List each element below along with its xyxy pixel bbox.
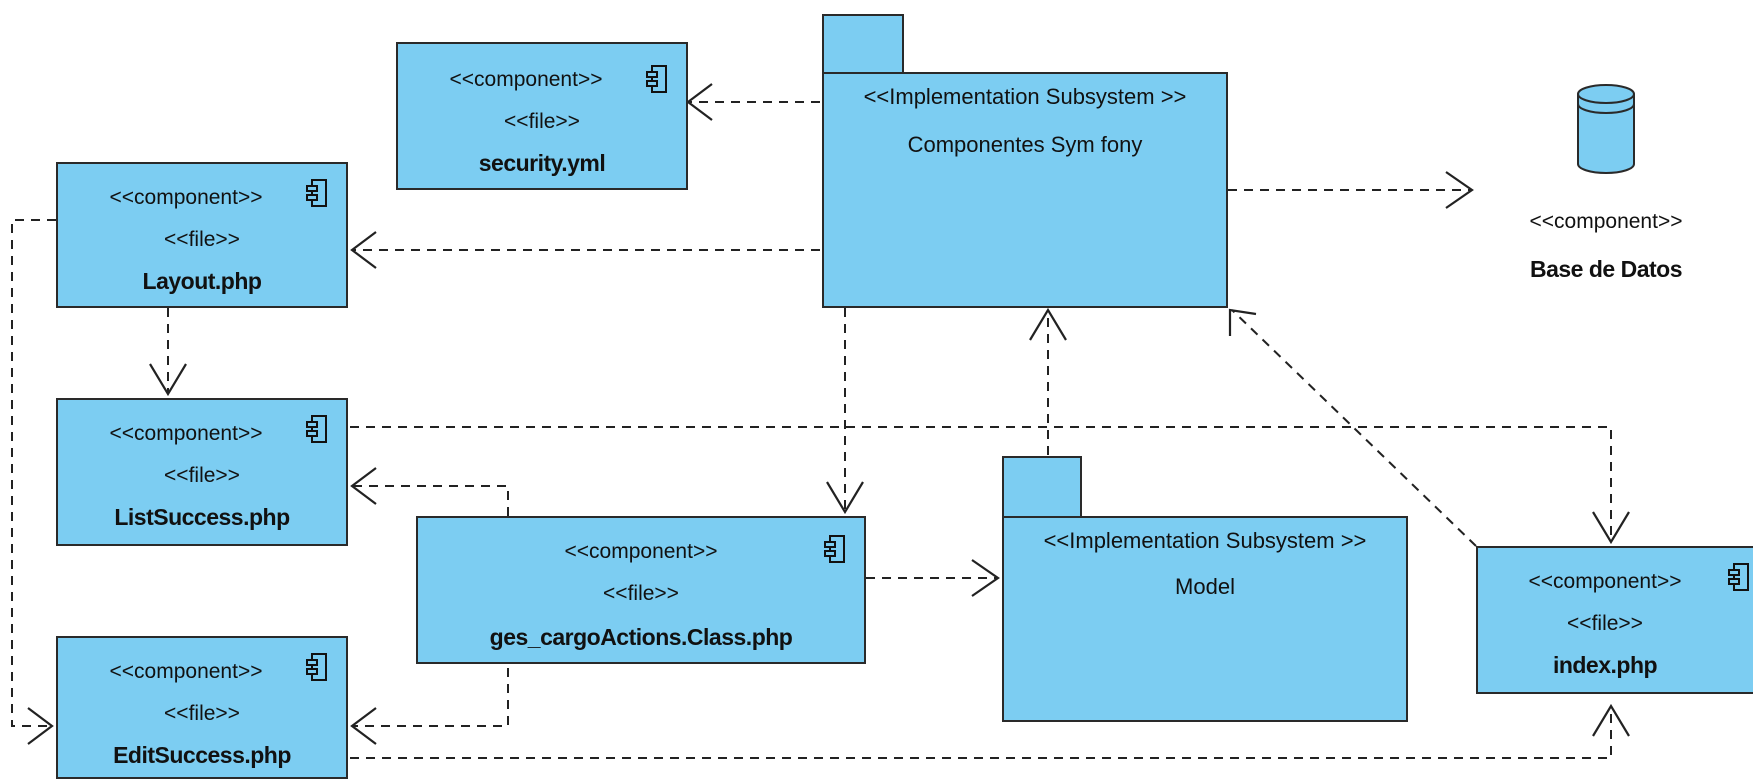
arrowhead-gescargo bbox=[826, 481, 864, 515]
stereotype-label: <<component>> bbox=[109, 422, 263, 445]
arrowhead-editsuccess-left bbox=[27, 707, 54, 745]
package-tab bbox=[1002, 456, 1082, 520]
arrowhead-listsuccess bbox=[149, 363, 187, 397]
arrowhead-model-symfony bbox=[1029, 307, 1067, 341]
arrowhead-model bbox=[971, 559, 1000, 597]
package-componentes-symfony[interactable]: <<Implementation Subsystem >> Componente… bbox=[822, 72, 1228, 308]
stereotype-label: <<component>> bbox=[449, 68, 603, 91]
component-name: ges_cargoActions.Class.php bbox=[489, 624, 793, 650]
component-icon bbox=[1728, 563, 1749, 591]
component-name: ListSuccess.php bbox=[114, 504, 290, 530]
arrowhead-gescargo-edit bbox=[350, 707, 377, 745]
component-editsuccess-php[interactable]: <<component>> <<file>> EditSuccess.php bbox=[56, 636, 348, 779]
component-name: Layout.php bbox=[142, 268, 262, 294]
arrowhead-index-top bbox=[1592, 511, 1630, 545]
database-name: Base de Datos bbox=[1529, 256, 1683, 282]
stereotype-label: <<component>> bbox=[564, 540, 718, 563]
component-index-php[interactable]: <<component>> <<file>> index.php bbox=[1476, 546, 1753, 694]
dependency-layout-editsuccess bbox=[11, 219, 56, 727]
dependency-editsuccess-index bbox=[350, 708, 1612, 759]
arrowheads bbox=[27, 83, 1630, 745]
file-label: <<file>> bbox=[603, 582, 679, 605]
stereotype-label: <<component>> bbox=[1528, 570, 1682, 593]
arrowhead-layout bbox=[350, 231, 377, 269]
component-listsuccess-php[interactable]: <<component>> <<file>> ListSuccess.php bbox=[56, 398, 348, 546]
package-name: Componentes Sym fony bbox=[907, 132, 1143, 157]
component-name: security.yml bbox=[478, 150, 606, 176]
database-icon bbox=[1577, 84, 1635, 174]
component-icon bbox=[306, 415, 327, 443]
dependency-gescargo-listsuccess bbox=[352, 485, 509, 516]
component-icon bbox=[646, 65, 667, 93]
arrowhead-security bbox=[686, 83, 713, 121]
dependency-connectors bbox=[11, 101, 1612, 759]
component-icon bbox=[306, 179, 327, 207]
component-name: index.php bbox=[1552, 652, 1658, 678]
component-security-yml[interactable]: <<component>> <<file>> security.yml bbox=[396, 42, 688, 190]
stereotype-label: <<component>> bbox=[109, 186, 263, 209]
arrowhead-index-symfony bbox=[1228, 308, 1257, 336]
package-stereotype: <<Implementation Subsystem >> bbox=[1043, 528, 1367, 553]
package-model[interactable]: <<Implementation Subsystem >> Model bbox=[1002, 516, 1408, 722]
arrowhead-index-bottom bbox=[1592, 703, 1630, 737]
dependency-listsuccess-index bbox=[350, 426, 1612, 540]
component-icon bbox=[824, 535, 845, 563]
file-label: <<file>> bbox=[164, 228, 240, 251]
file-label: <<file>> bbox=[1567, 612, 1643, 635]
dependency-gescargo-editsuccess bbox=[352, 668, 509, 727]
arrowhead-db bbox=[1445, 171, 1474, 209]
component-layout-php[interactable]: <<component>> <<file>> Layout.php bbox=[56, 162, 348, 308]
file-label: <<file>> bbox=[504, 110, 580, 133]
package-name: Model bbox=[1175, 574, 1235, 599]
package-stereotype: <<Implementation Subsystem >> bbox=[863, 84, 1187, 109]
component-ges-cargoactions[interactable]: <<component>> <<file>> ges_cargoActions.… bbox=[416, 516, 866, 664]
file-label: <<file>> bbox=[164, 702, 240, 725]
stereotype-label: <<component>> bbox=[109, 660, 263, 683]
component-name: EditSuccess.php bbox=[113, 742, 291, 768]
database-stereotype: <<component>> bbox=[1529, 210, 1683, 233]
dependency-index-symfony bbox=[1231, 309, 1477, 547]
package-tab bbox=[822, 14, 904, 76]
file-label: <<file>> bbox=[164, 464, 240, 487]
component-icon bbox=[306, 653, 327, 681]
arrowhead-gescargo-list bbox=[350, 467, 377, 505]
